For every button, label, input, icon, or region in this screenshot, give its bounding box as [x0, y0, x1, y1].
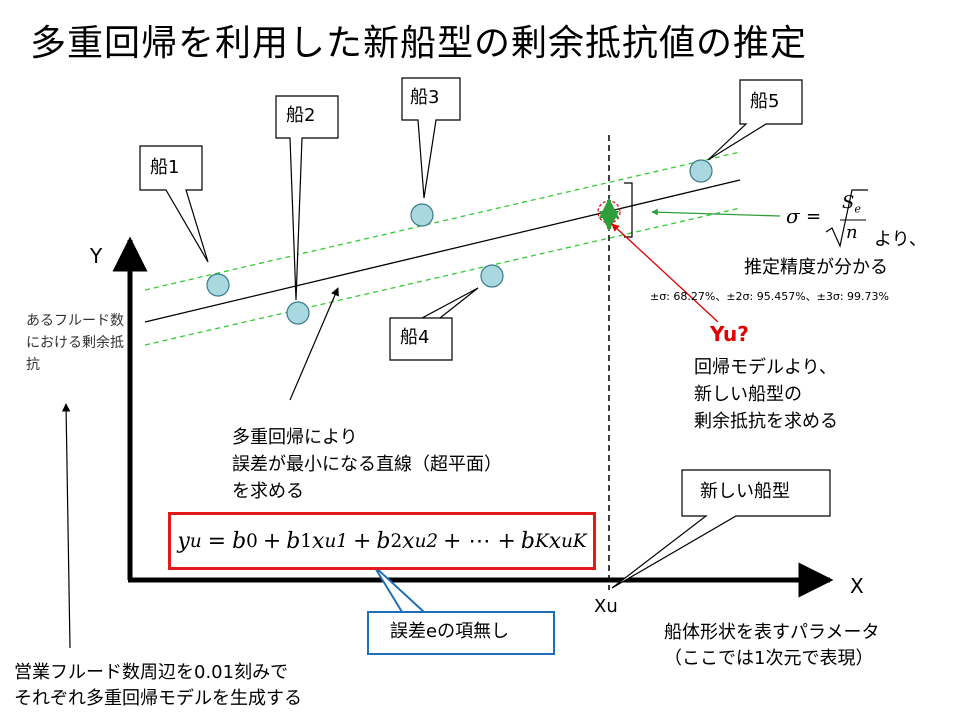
formula-b1: b	[286, 528, 301, 554]
ship3-label: 船3	[410, 87, 440, 108]
formula-xk: x	[548, 528, 562, 554]
sqrt-sign	[825, 189, 868, 248]
y-axis-label: Y	[90, 244, 103, 268]
bottom-left-arrow	[61, 403, 71, 649]
formula-x2: x	[402, 528, 415, 554]
sigma-arrow	[651, 208, 781, 217]
yu-arrow	[611, 223, 719, 323]
formula-b1-sub: 1	[300, 530, 313, 552]
xu-label: Xu	[594, 596, 618, 617]
formula-b0-sub: 0	[246, 530, 258, 552]
regression-note-line1: 多重回帰により	[232, 427, 358, 448]
formula-b2-sub: 2	[390, 530, 403, 552]
callout-ship4	[389, 287, 479, 361]
formula-y-sub: u	[189, 530, 202, 552]
ship1-label: 船1	[150, 157, 180, 178]
regression-note-line2: 誤差が最小になる直線（超平面）	[232, 454, 502, 475]
formula-x1-sub: u1	[324, 530, 348, 552]
yu-note: 回帰モデルより、 新しい船型の 剰余抵抗を求める	[694, 354, 838, 435]
formula-b2: b	[376, 528, 391, 554]
bottom-right-note: 船体形状を表すパラメータ （ここでは1次元で表現）	[664, 620, 879, 672]
data-point-ship3	[410, 203, 434, 227]
no-error-term-label: 誤差eの項無し	[390, 621, 510, 642]
formula-plus2: +	[352, 528, 372, 554]
ship2-label: 船2	[286, 105, 316, 126]
formula-xk-sub: uK	[561, 530, 587, 552]
formula-eq: =	[207, 528, 227, 554]
sigma-numerator: Se	[842, 192, 861, 216]
sigma-suffix: より、	[874, 229, 927, 250]
callout-ship2	[275, 95, 339, 301]
sigma-bracket	[624, 182, 633, 238]
ship5-label: 船5	[750, 91, 780, 112]
new-ship-label: 新しい船型	[700, 481, 790, 502]
sigma-numerator-s: S	[842, 192, 855, 213]
bottom-left-line2: それぞれ多重回帰モデルを生成する	[14, 688, 302, 709]
yu-note-line3: 剰余抵抗を求める	[694, 411, 838, 432]
lower-band-line	[144, 207, 741, 346]
callout-ship5	[707, 79, 803, 161]
sigma-ranges: ±σ: 68.27%、±2σ: 95.457%、±3σ: 99.73%	[650, 290, 889, 303]
formula-bk-sub: K	[534, 530, 549, 552]
callout-no-error-term	[367, 565, 555, 655]
regression-note-line3: を求める	[232, 481, 304, 502]
sigma-eq: =	[806, 206, 822, 227]
sigma-line2: 推定精度が分かる	[744, 257, 888, 278]
sigma-numerator-sub: e	[854, 202, 861, 216]
formula-x2-sub: u2	[414, 530, 439, 552]
sigma-symbol: σ	[786, 204, 800, 228]
upper-band-line	[144, 151, 741, 291]
x-axis-label: X	[850, 574, 864, 598]
data-point-ship1	[206, 273, 230, 297]
callout-ship3	[401, 77, 461, 199]
bottom-left-line1: 営業フルード数周辺を0.01刻みで	[14, 662, 289, 683]
formula-dots: + ⋯ +	[443, 528, 516, 554]
yu-note-line2: 新しい船型の	[694, 384, 802, 405]
formula-bk: b	[520, 528, 535, 554]
sigma-denominator: n	[846, 222, 858, 243]
formula-plus1: +	[262, 528, 282, 554]
callout-new-ship	[611, 469, 831, 589]
data-point-ship4	[480, 264, 504, 288]
regression-line	[144, 179, 741, 323]
formula-x1: x	[312, 528, 325, 554]
data-point-ship2	[286, 301, 310, 325]
data-point-ship5	[689, 159, 713, 183]
yu-label: Yu?	[710, 322, 749, 346]
regression-note: 多重回帰により 誤差が最小になる直線（超平面） を求める	[232, 424, 502, 505]
bottom-right-line1: 船体形状を表すパラメータ	[664, 622, 880, 643]
regression-note-arrow	[289, 287, 339, 401]
callout-ship1	[139, 145, 209, 263]
formula-y: y	[177, 528, 190, 554]
bottom-right-line2: （ここでは1次元で表現）	[664, 648, 874, 669]
ship4-label: 船4	[400, 327, 430, 348]
bottom-left-note: 営業フルード数周辺を0.01刻みで それぞれ多重回帰モデルを生成する	[14, 660, 302, 712]
page-title: 多重回帰を利用した新船型の剰余抵抗値の推定	[30, 23, 808, 64]
formula-b0: b	[232, 528, 247, 554]
y-axis-description: あるフルード数における剰余抵抗	[26, 313, 124, 373]
yu-note-line1: 回帰モデルより、	[694, 357, 837, 378]
